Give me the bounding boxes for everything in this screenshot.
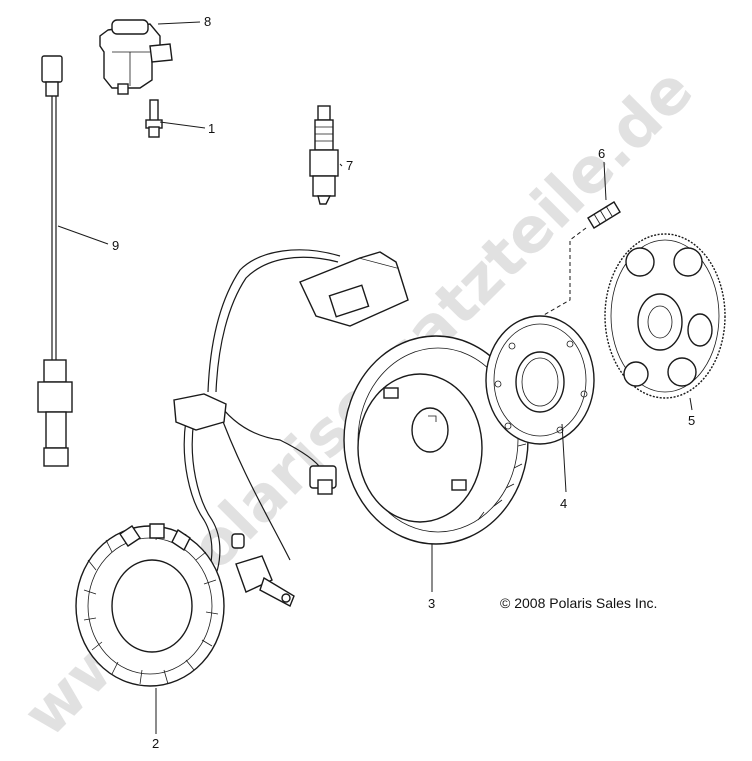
part-spark-plug[interactable] xyxy=(309,105,339,205)
part-ignition-coil[interactable] xyxy=(99,19,173,95)
part-starter-gear[interactable] xyxy=(604,233,726,399)
part-bolt[interactable] xyxy=(145,99,163,138)
callout-5: 5 xyxy=(688,413,695,428)
callout-8: 8 xyxy=(204,14,211,29)
part-set-screw[interactable] xyxy=(587,201,621,229)
part-wiring-harness[interactable] xyxy=(173,249,409,607)
part-stator[interactable] xyxy=(75,523,225,687)
part-sensor-cable[interactable] xyxy=(37,55,73,467)
callout-4: 4 xyxy=(560,496,567,511)
callout-2: 2 xyxy=(152,736,159,751)
copyright-text: © 2008 Polaris Sales Inc. xyxy=(500,595,657,611)
callout-7: 7 xyxy=(346,158,353,173)
part-starter-clutch[interactable] xyxy=(485,315,595,445)
callout-9: 9 xyxy=(112,238,119,253)
callout-3: 3 xyxy=(428,596,435,611)
callout-1: 1 xyxy=(208,121,215,136)
part-flywheel[interactable] xyxy=(343,335,529,545)
callout-6: 6 xyxy=(598,146,605,161)
